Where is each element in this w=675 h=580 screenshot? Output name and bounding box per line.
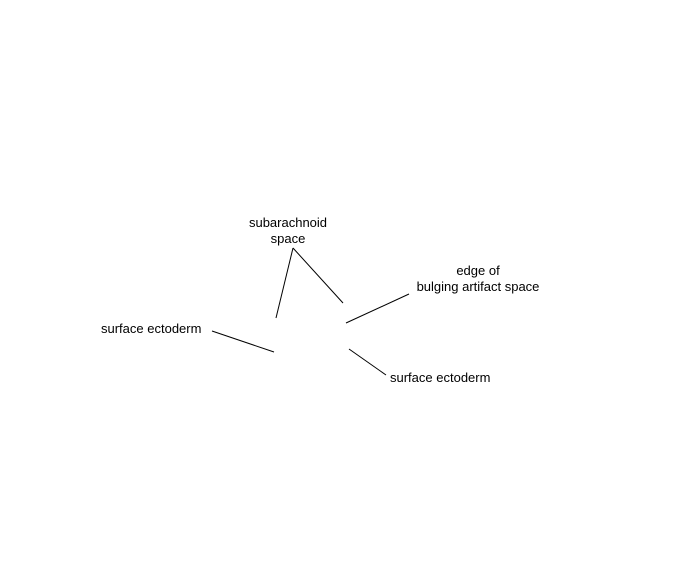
edge-bulging-label: edge of bulging artifact space	[398, 263, 558, 295]
surface-ectoderm-right-leader	[348, 348, 387, 376]
subarachnoid-leader-left	[275, 247, 294, 319]
surface-ectoderm-left-leader	[211, 330, 275, 353]
surface-ectoderm-right-label: surface ectoderm	[390, 370, 491, 385]
surface-ectoderm-left-label: surface ectoderm	[101, 321, 202, 336]
edge-bulging-label-line2: bulging artifact space	[416, 279, 540, 294]
subarachnoid-leader-right	[292, 247, 344, 304]
subarachnoid-space-label-line2: space	[270, 231, 306, 246]
edge-bulging-label-line1: edge of	[456, 263, 500, 278]
edge-bulging-leader	[345, 293, 410, 324]
subarachnoid-space-label-line1: subarachnoid	[248, 215, 328, 230]
subarachnoid-space-label: subarachnoid space	[238, 215, 338, 247]
